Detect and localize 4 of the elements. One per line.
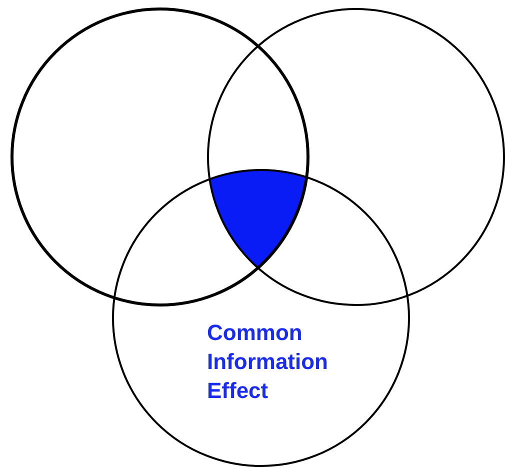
venn-circle [207, 8, 505, 306]
venn-circle [112, 169, 410, 467]
region-label: Common Information Effect [207, 319, 329, 405]
venn-circle [10, 8, 310, 306]
